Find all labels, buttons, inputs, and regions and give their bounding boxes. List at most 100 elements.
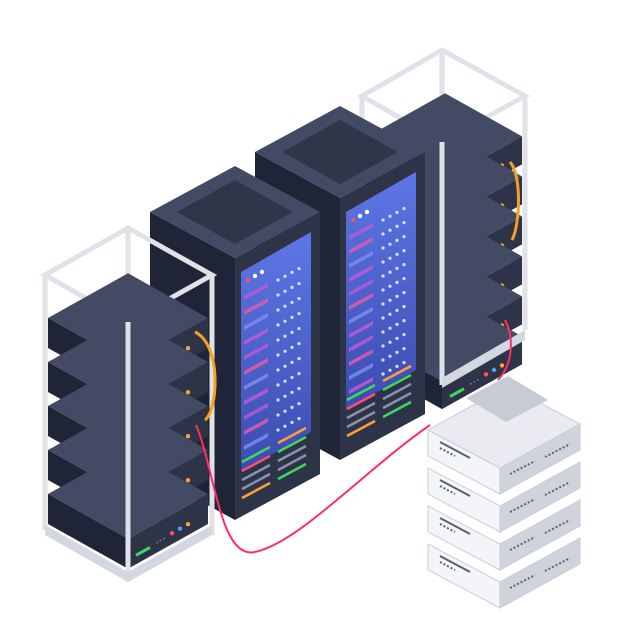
vent-line	[346, 392, 376, 411]
slot-indicator	[395, 364, 399, 368]
server-slot	[244, 373, 268, 390]
storage-slot	[509, 536, 536, 551]
slot-indicator	[395, 322, 399, 326]
server-slot	[244, 298, 268, 315]
status-led	[491, 367, 497, 373]
slot-indicator	[381, 330, 385, 334]
slot-indicator	[388, 354, 392, 358]
slot-indicator	[402, 347, 406, 351]
slot-indicator	[381, 316, 385, 320]
slot-indicator	[402, 263, 406, 267]
server-slot	[244, 328, 268, 345]
slot-indicator	[395, 266, 399, 270]
slot-indicator	[283, 349, 287, 353]
cabinet-led	[259, 269, 265, 275]
server-slot	[349, 335, 373, 352]
vent-dots	[469, 378, 481, 385]
status-led-bar	[135, 546, 151, 557]
slot-indicator	[388, 298, 392, 302]
cabinet-top-inset	[177, 180, 293, 244]
left-rack-frame-base	[45, 525, 212, 582]
slot-indicator	[381, 288, 385, 292]
status-led	[185, 433, 191, 439]
storage-slot	[509, 460, 536, 475]
slot-indicator	[388, 270, 392, 274]
slot-indicator	[283, 424, 287, 428]
slot-indicator	[388, 340, 392, 344]
slot-indicator	[381, 358, 385, 362]
slot-indicator	[297, 282, 301, 286]
slot-indicator	[388, 326, 392, 330]
storage-slot	[509, 498, 536, 513]
slot-indicator	[283, 409, 287, 413]
slot-indicator	[297, 372, 301, 376]
slot-indicator	[381, 372, 385, 376]
slot-indicator	[395, 252, 399, 256]
slot-indicator	[276, 398, 280, 402]
slot-indicator	[290, 360, 294, 364]
storage-slot	[544, 557, 571, 572]
slot-indicator	[402, 207, 406, 211]
vent-dots	[155, 536, 167, 544]
storage-slot	[544, 481, 571, 496]
red-cable	[195, 424, 431, 554]
server-slot	[349, 349, 373, 366]
slot-indicator	[297, 387, 301, 391]
storage-slot	[544, 519, 571, 534]
server-slot	[349, 307, 373, 324]
storage-unit-right	[499, 537, 581, 609]
left-open-rack	[39, 225, 218, 582]
slot-indicator	[402, 221, 406, 225]
server-slot	[244, 343, 268, 360]
slot-indicator	[402, 361, 406, 365]
slot-indicator	[402, 319, 406, 323]
slot-indicator	[290, 405, 294, 409]
slot-indicator	[290, 345, 294, 349]
slot-indicator	[283, 334, 287, 338]
slot-indicator	[395, 336, 399, 340]
front-right-storage-stack	[426, 376, 582, 609]
vent-line	[346, 401, 376, 420]
slot-indicator	[395, 350, 399, 354]
slot-indicator	[283, 379, 287, 383]
slot-indicator	[395, 294, 399, 298]
vent-line	[241, 472, 271, 491]
storage-unit	[427, 499, 581, 571]
slot-indicator	[290, 330, 294, 334]
vent-line	[346, 410, 376, 429]
slot-indicator	[388, 242, 392, 246]
storage-unit	[427, 537, 581, 609]
slot-indicator	[276, 308, 280, 312]
slot-indicator	[395, 308, 399, 312]
slot-indicator	[283, 319, 287, 323]
slot-indicator	[276, 353, 280, 357]
cabinet-led	[252, 273, 258, 279]
slot-indicator	[395, 224, 399, 228]
slot-indicator	[290, 270, 294, 274]
slot-indicator	[381, 246, 385, 250]
slot-indicator	[381, 218, 385, 222]
slot-indicator	[297, 342, 301, 346]
vent-line	[382, 373, 412, 392]
storage-slot	[544, 443, 571, 458]
storage-slot	[439, 479, 471, 497]
slot-indicator	[297, 297, 301, 301]
status-led	[185, 477, 191, 483]
server-slot	[349, 321, 373, 338]
vent-line	[277, 426, 307, 445]
storage-unit-right	[499, 499, 581, 571]
storage-unit	[427, 461, 581, 533]
slot-indicator	[276, 413, 280, 417]
slot-indicator	[276, 338, 280, 342]
status-led	[499, 363, 505, 368]
storage-slot	[509, 574, 536, 589]
slot-indicator	[402, 249, 406, 253]
status-led-bar	[449, 387, 465, 398]
vent-line	[382, 400, 412, 419]
red-cable	[497, 319, 512, 381]
storage-slot	[439, 447, 456, 457]
vent-line	[382, 364, 412, 383]
slot-indicator	[276, 368, 280, 372]
server-unit-side	[48, 494, 128, 569]
